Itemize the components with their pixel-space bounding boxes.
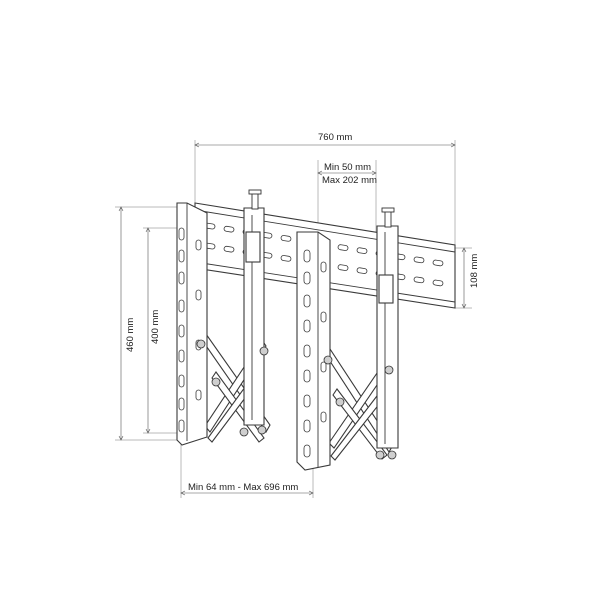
right-bracket [296,207,399,471]
slot-hole [356,247,368,254]
dim-bracket-range: Min 64 mm - Max 696 mm [180,440,314,498]
slot-hole [356,267,368,274]
slot-hole [320,361,327,373]
slot-hole [178,227,185,241]
knob-icon [384,365,394,375]
left-plate-slot-group [178,227,202,433]
slot-hole [195,389,202,401]
slot-hole [280,255,292,262]
knob-icon [239,427,249,437]
slot-hole [413,276,425,284]
slot-hole [178,271,185,285]
label-spacing-min: Min 50 mm [324,162,371,173]
slot-hole [303,419,311,433]
slot-hole [303,444,311,458]
slot-hole [195,239,202,251]
bolt-icon [248,189,262,210]
label-hole-height: 400 mm [150,310,161,344]
slot-hole [178,397,185,411]
slot-hole [223,245,235,253]
label-bracket-range: Min 64 mm - Max 696 mm [188,482,298,493]
slot-hole [337,244,349,251]
knob-icon [211,377,221,387]
knob-icon [257,425,267,435]
slot-hole [178,249,185,263]
label-rail-width: 760 mm [318,132,352,143]
right-plate-slot-group [303,249,327,458]
slot-hole [432,279,444,287]
knob-icon [335,397,345,407]
slot-hole [320,261,327,273]
dim-rail-height: 108 mm [455,247,480,309]
knob-icon [196,339,206,349]
slot-hole [320,311,327,323]
dim-spacing: Min 50 mm Max 202 mm [317,160,377,232]
slot-hole [320,411,327,423]
label-spacing-max: Max 202 mm [322,175,377,186]
knob-icon [375,450,385,460]
slot-hole [280,235,292,242]
label-overall-height: 460 mm [125,318,136,352]
slot-hole [337,264,349,271]
dim-rail-width: 760 mm [194,132,456,248]
slot-hole [178,374,185,388]
slot-hole [432,259,444,267]
slot-hole [223,225,235,233]
slot-hole [303,319,311,333]
slot-hole [303,344,311,358]
slot-hole [178,419,185,433]
slot-hole [303,271,311,285]
slot-hole [303,369,311,383]
label-rail-height: 108 mm [469,254,480,288]
left-bracket [176,189,271,446]
knob-icon [259,346,269,356]
slot-hole [178,324,185,338]
slot-hole [195,289,202,301]
slot-hole [303,294,311,308]
knob-icon [387,450,397,460]
slot-hole [178,349,185,363]
slot-hole [413,256,425,264]
slot-hole [303,394,311,408]
slot-hole [303,249,311,263]
knob-icon [323,355,333,365]
bolt-icon [381,207,395,228]
slot-hole [178,299,185,313]
